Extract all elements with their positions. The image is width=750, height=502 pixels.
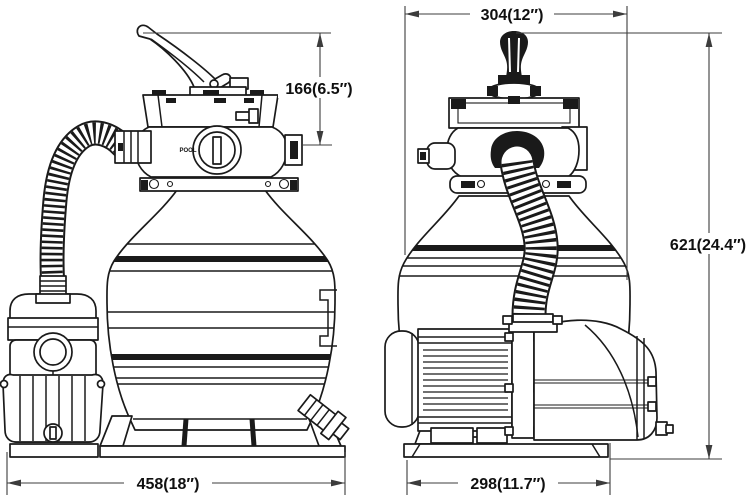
pump-clamp-band [2,373,104,443]
valve-left-port-side [426,142,456,170]
pump-base [9,443,99,458]
dimension-top-width: 304(12″) [404,3,628,280]
overall-height-label: 621(24.4″) [670,237,746,254]
dimension-front-base-width: 458(18″) [6,452,346,495]
valve-handle-end-view [500,31,528,77]
valve-height-label: 166(6.5″) [285,81,352,98]
motor-cooling-fins [423,349,508,411]
pump-side [384,313,674,444]
bleed-valve [235,111,251,121]
front-base-width-label: 458(18″) [137,476,200,493]
front-view: POOL [0,24,360,495]
multiport-valve-front: POOL [134,24,303,192]
pool-port-label: POOL [179,148,196,154]
multiport-valve-side [417,31,588,194]
valve-handle [136,24,232,96]
pump-mount-flange [511,324,535,439]
top-width-label: 304(12″) [481,7,544,24]
tank-flange [139,177,299,192]
hose-union-nut [114,130,152,164]
tie-rods [534,376,657,412]
side-view: 304(12″) 621(24.4″) 298(11.7″) [384,3,750,495]
side-base-width-label: 298(11.7″) [470,476,545,493]
dimension-side-base-width: 298(11.7″) [406,443,611,495]
corrugated-hose-front [39,120,135,299]
dimension-overall-height: 621(24.4″) [516,32,750,460]
tank-rib-lines-side [397,245,631,277]
tank-rib-lines [106,243,336,385]
pump-inlet-union [502,313,563,333]
tank-side-bracket [319,289,337,347]
corrugated-hose-side [499,144,559,334]
drain-valve [297,393,350,441]
filter-tank-front [106,189,336,431]
dimension-valve-height: 166(6.5″) [143,32,360,146]
pump-front [0,275,106,458]
motor-end-cap [384,330,420,428]
